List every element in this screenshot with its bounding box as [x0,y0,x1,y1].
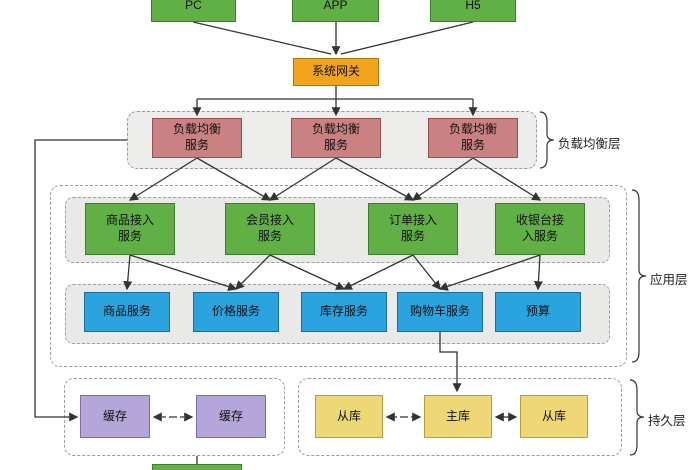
service-node: 购物车服务 [397,292,483,332]
access-service-label: 会员接入服务 [245,213,294,243]
slave-db-node: 从库 [315,395,383,438]
client-node-app: APP [292,0,379,22]
access-service-node: 订单接入服务 [368,203,458,255]
load-balancer-label: 负载均衡服务 [448,122,497,152]
db-label: 从库 [336,408,361,423]
service-node: 商品服务 [84,292,170,332]
access-service-node: 商品接入服务 [85,203,175,255]
load-balancer-node: 负载均衡服务 [428,118,518,158]
service-node: 价格服务 [193,292,279,332]
access-service-node: 会员接入服务 [225,203,315,255]
load-balancing-layer-brace [539,111,555,169]
load-balancer-label: 负载均衡服务 [311,122,360,152]
load-balancer-label: 负载均衡服务 [172,122,221,152]
access-service-label: 商品接入服务 [105,213,154,243]
persistence-layer-brace [629,379,645,456]
service-label: 商品服务 [102,304,151,319]
load-balancer-node: 负载均衡服务 [291,118,381,158]
application-layer-label: 应用层 [650,273,688,287]
application-layer-brace [631,189,647,363]
gateway-node: 系统网关 [293,58,379,86]
gateway-label: 系统网关 [311,64,360,79]
cache-node: 缓存 [80,395,150,438]
cache-label: 缓存 [102,408,127,423]
service-label: 库存服务 [319,304,368,319]
client-node-h5: H5 [430,0,516,22]
access-service-label: 订单接入服务 [388,213,437,243]
db-label: 从库 [541,408,566,423]
persistence-layer-label: 持久层 [648,414,686,428]
client-label: PC [185,0,202,13]
service-label: 购物车服务 [409,304,470,319]
access-service-label: 收银台接入服务 [515,213,564,243]
client-node-pc: PC [151,0,236,22]
bottom-cutoff-node [152,464,242,470]
slave-db-node: 从库 [520,395,588,438]
service-node: 库存服务 [301,292,387,332]
service-node: 预算 [495,292,581,332]
cache-label: 缓存 [218,408,243,423]
service-label: 预算 [525,304,550,319]
service-label: 价格服务 [211,304,260,319]
master-db-node: 主库 [424,395,492,438]
load-balancing-layer-label: 负载均衡层 [558,137,621,151]
access-service-node: 收银台接入服务 [495,203,585,255]
client-label: APP [323,0,348,13]
client-label: H5 [465,0,481,13]
load-balancer-node: 负载均衡服务 [152,118,242,158]
cache-node: 缓存 [196,395,266,438]
db-label: 主库 [445,408,470,423]
